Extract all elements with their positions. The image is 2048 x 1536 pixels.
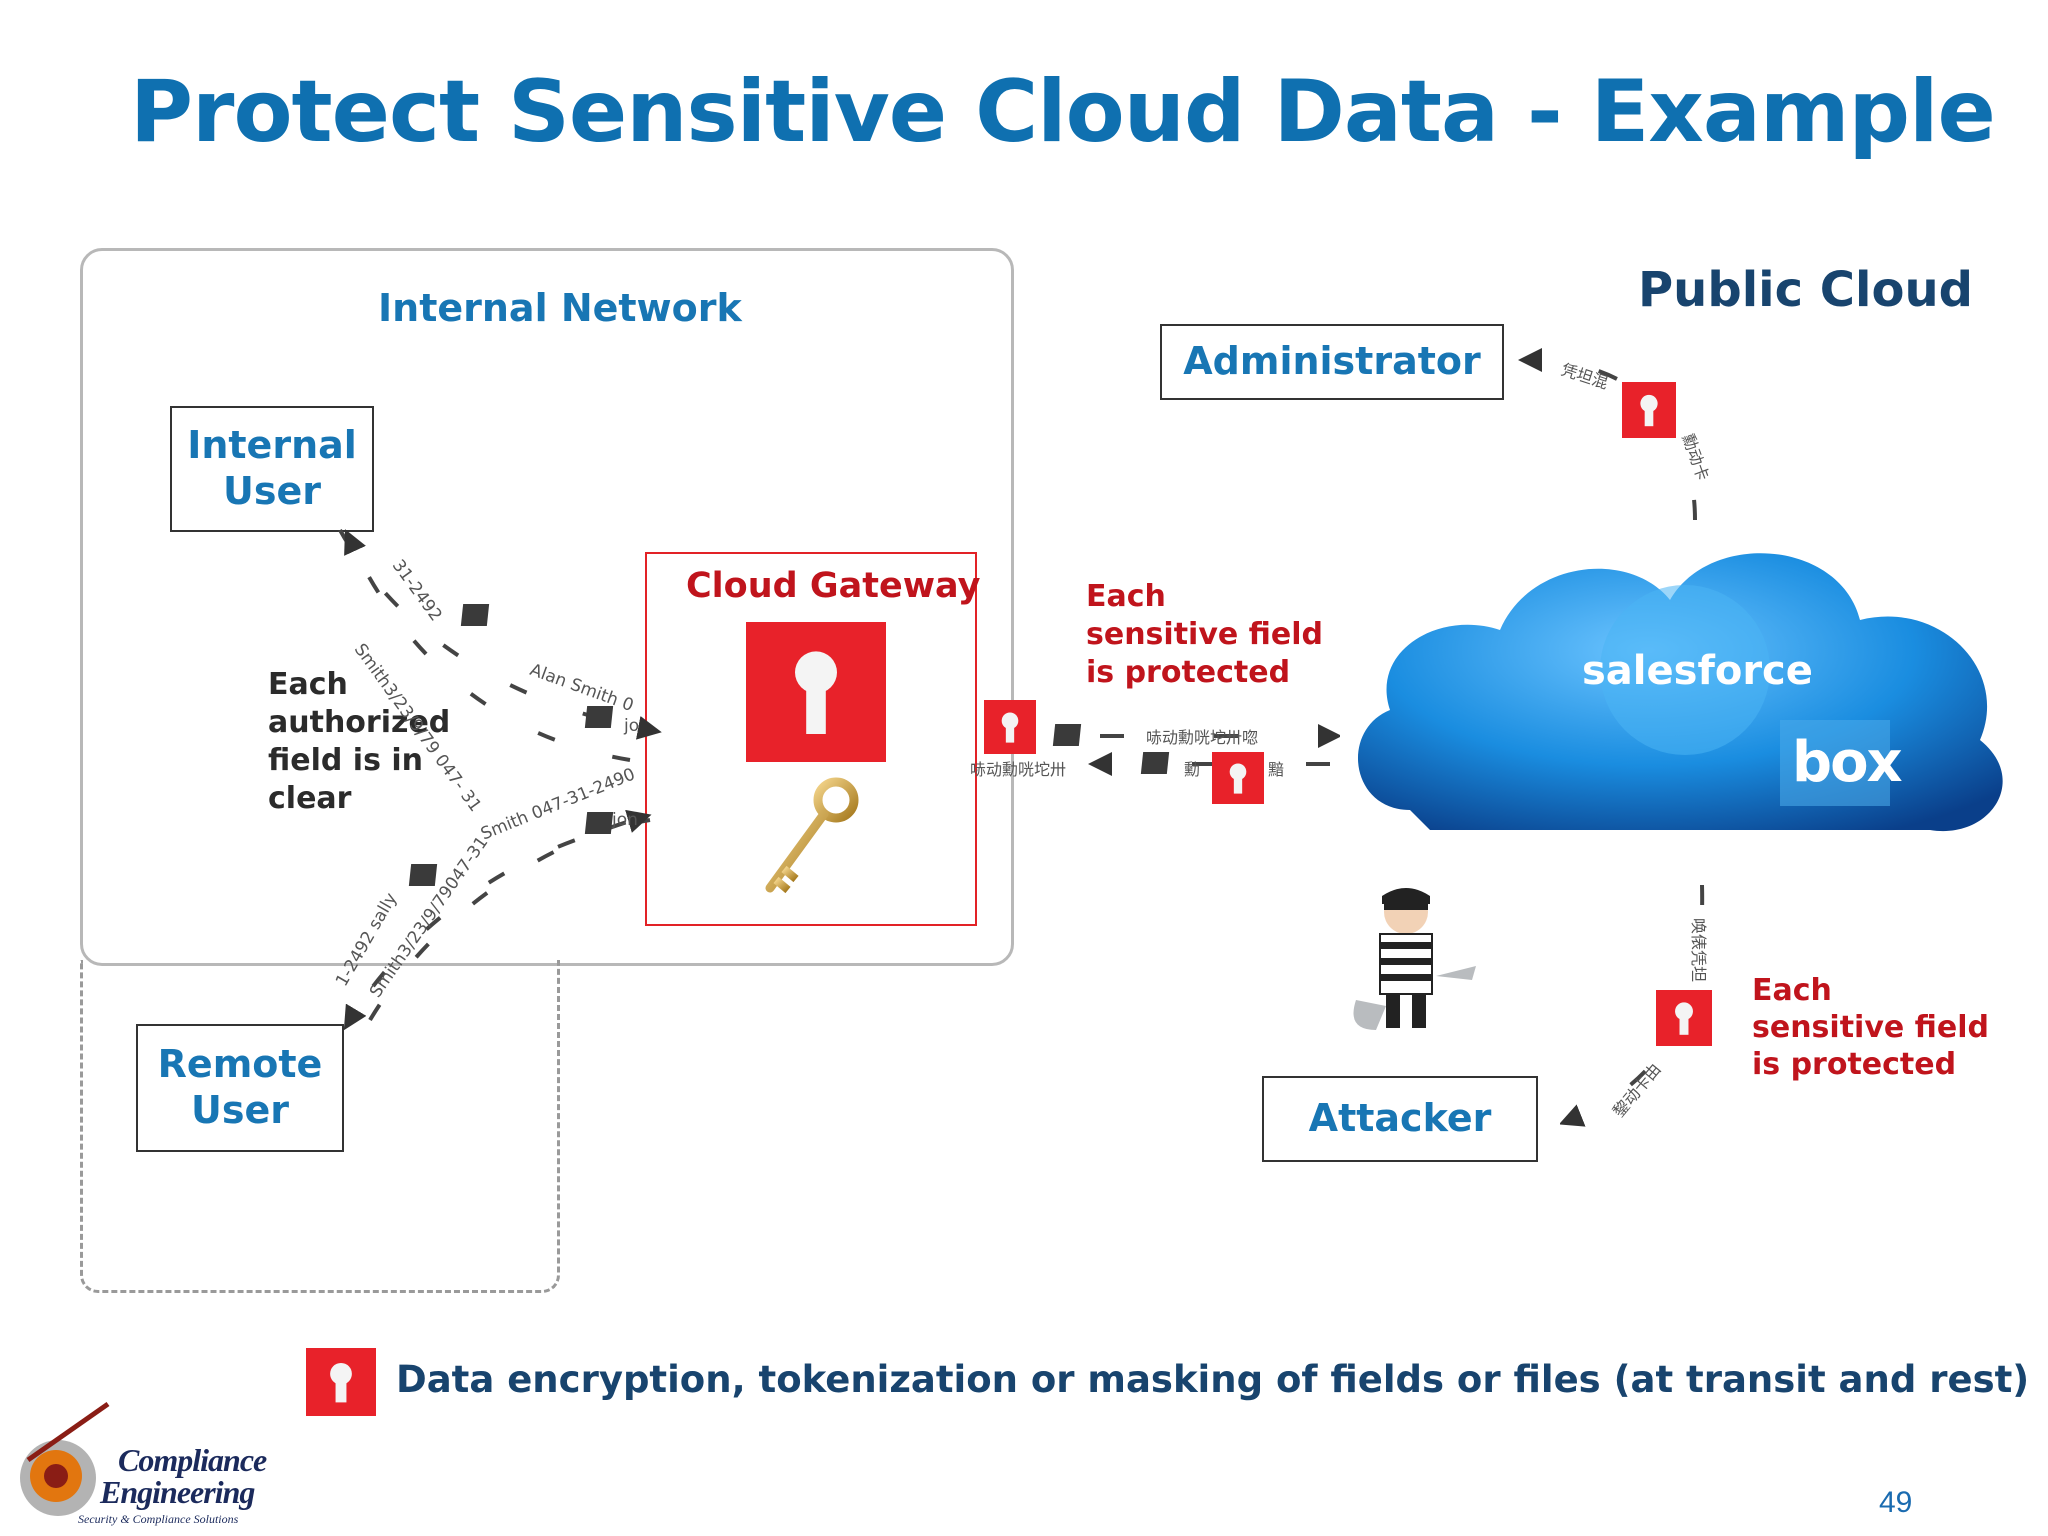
transit-stream-in-text-3: 黯: [1268, 760, 1285, 779]
attacker-box: Attacker: [1262, 1076, 1538, 1162]
transit-stream-in-text: 哧动勳咣坨卅: [970, 760, 1067, 779]
stream-lower-right-text-2: jon: [612, 810, 638, 830]
administrator-box: Administrator: [1160, 324, 1504, 400]
transit-note-line2: sensitive field: [1086, 617, 1324, 652]
clear-note-line2: authorized: [268, 705, 451, 740]
rest-note-line3: is protected: [1752, 1047, 1957, 1082]
transit-lock-icon-2: [1212, 752, 1264, 804]
public-cloud-label: Public Cloud: [1638, 262, 1973, 318]
box-logo: box: [1792, 730, 1903, 795]
clear-field-note: Each authorized field is in clear: [268, 666, 450, 818]
remote-boundary-dashed: [80, 960, 560, 1293]
transit-protection-note: Each sensitive field is protected: [1086, 578, 1323, 692]
rest-note-line1: Each: [1752, 973, 1832, 1008]
logo-text-line1: Compliance: [118, 1442, 267, 1478]
document-icon: [460, 604, 490, 626]
gateway-lock-icon: [746, 622, 886, 762]
stream-upper-right-text-2: jo: [624, 716, 640, 736]
document-icon: [1140, 752, 1170, 774]
legend-lock-icon: [306, 1348, 376, 1416]
transit-stream-out-text: 哧动勳咣坨卅唿: [1146, 728, 1259, 747]
internal-user-label-line1: Internal: [187, 423, 357, 468]
key-icon: [748, 776, 868, 906]
document-icon: [584, 812, 614, 834]
admin-stream-arrows: [1518, 348, 1697, 521]
document-icon: [408, 864, 438, 886]
clear-note-line4: clear: [268, 781, 352, 816]
attacker-stream-text: 唤俵凭坦: [1689, 918, 1708, 983]
cloud-icon: [1357, 553, 2003, 832]
cloud-gateway-label: Cloud Gateway: [686, 566, 981, 606]
internal-user-box: Internal User: [170, 406, 374, 532]
remote-user-box: Remote User: [136, 1024, 344, 1152]
remote-user-label-line1: Remote: [157, 1042, 323, 1087]
salesforce-logo: salesforce: [1582, 648, 1813, 694]
legend-text: Data encryption, tokenization or masking…: [396, 1358, 2030, 1401]
slide-title: Protect Sensitive Cloud Data - Example: [130, 62, 1996, 162]
logo-text-line3: Security & Compliance Solutions: [78, 1512, 239, 1526]
transit-note-line1: Each: [1086, 579, 1166, 614]
attacker-icon: [1353, 888, 1476, 1030]
internal-user-label-line2: User: [223, 469, 321, 513]
document-icon: [1052, 724, 1082, 746]
clear-note-line1: Each: [268, 667, 348, 702]
attacker-lock-icon: [1656, 990, 1712, 1046]
admin-lock-icon: [1622, 382, 1676, 438]
logo-text-line2: Engineering: [100, 1474, 255, 1510]
rest-protection-note: Each sensitive field is protected: [1752, 972, 1989, 1083]
clear-note-line3: field is in: [268, 743, 424, 778]
company-logo-icon: [20, 1401, 110, 1516]
transit-stream-in-text-2: 勳: [1184, 760, 1201, 779]
transit-lock-icon: [984, 700, 1036, 754]
transit-note-line3: is protected: [1086, 655, 1291, 690]
remote-user-label-line2: User: [191, 1088, 289, 1132]
document-icon: [584, 706, 614, 728]
rest-note-line2: sensitive field: [1752, 1010, 1990, 1045]
internal-network-label: Internal Network: [378, 286, 742, 330]
page-number: 49: [1879, 1486, 1913, 1519]
